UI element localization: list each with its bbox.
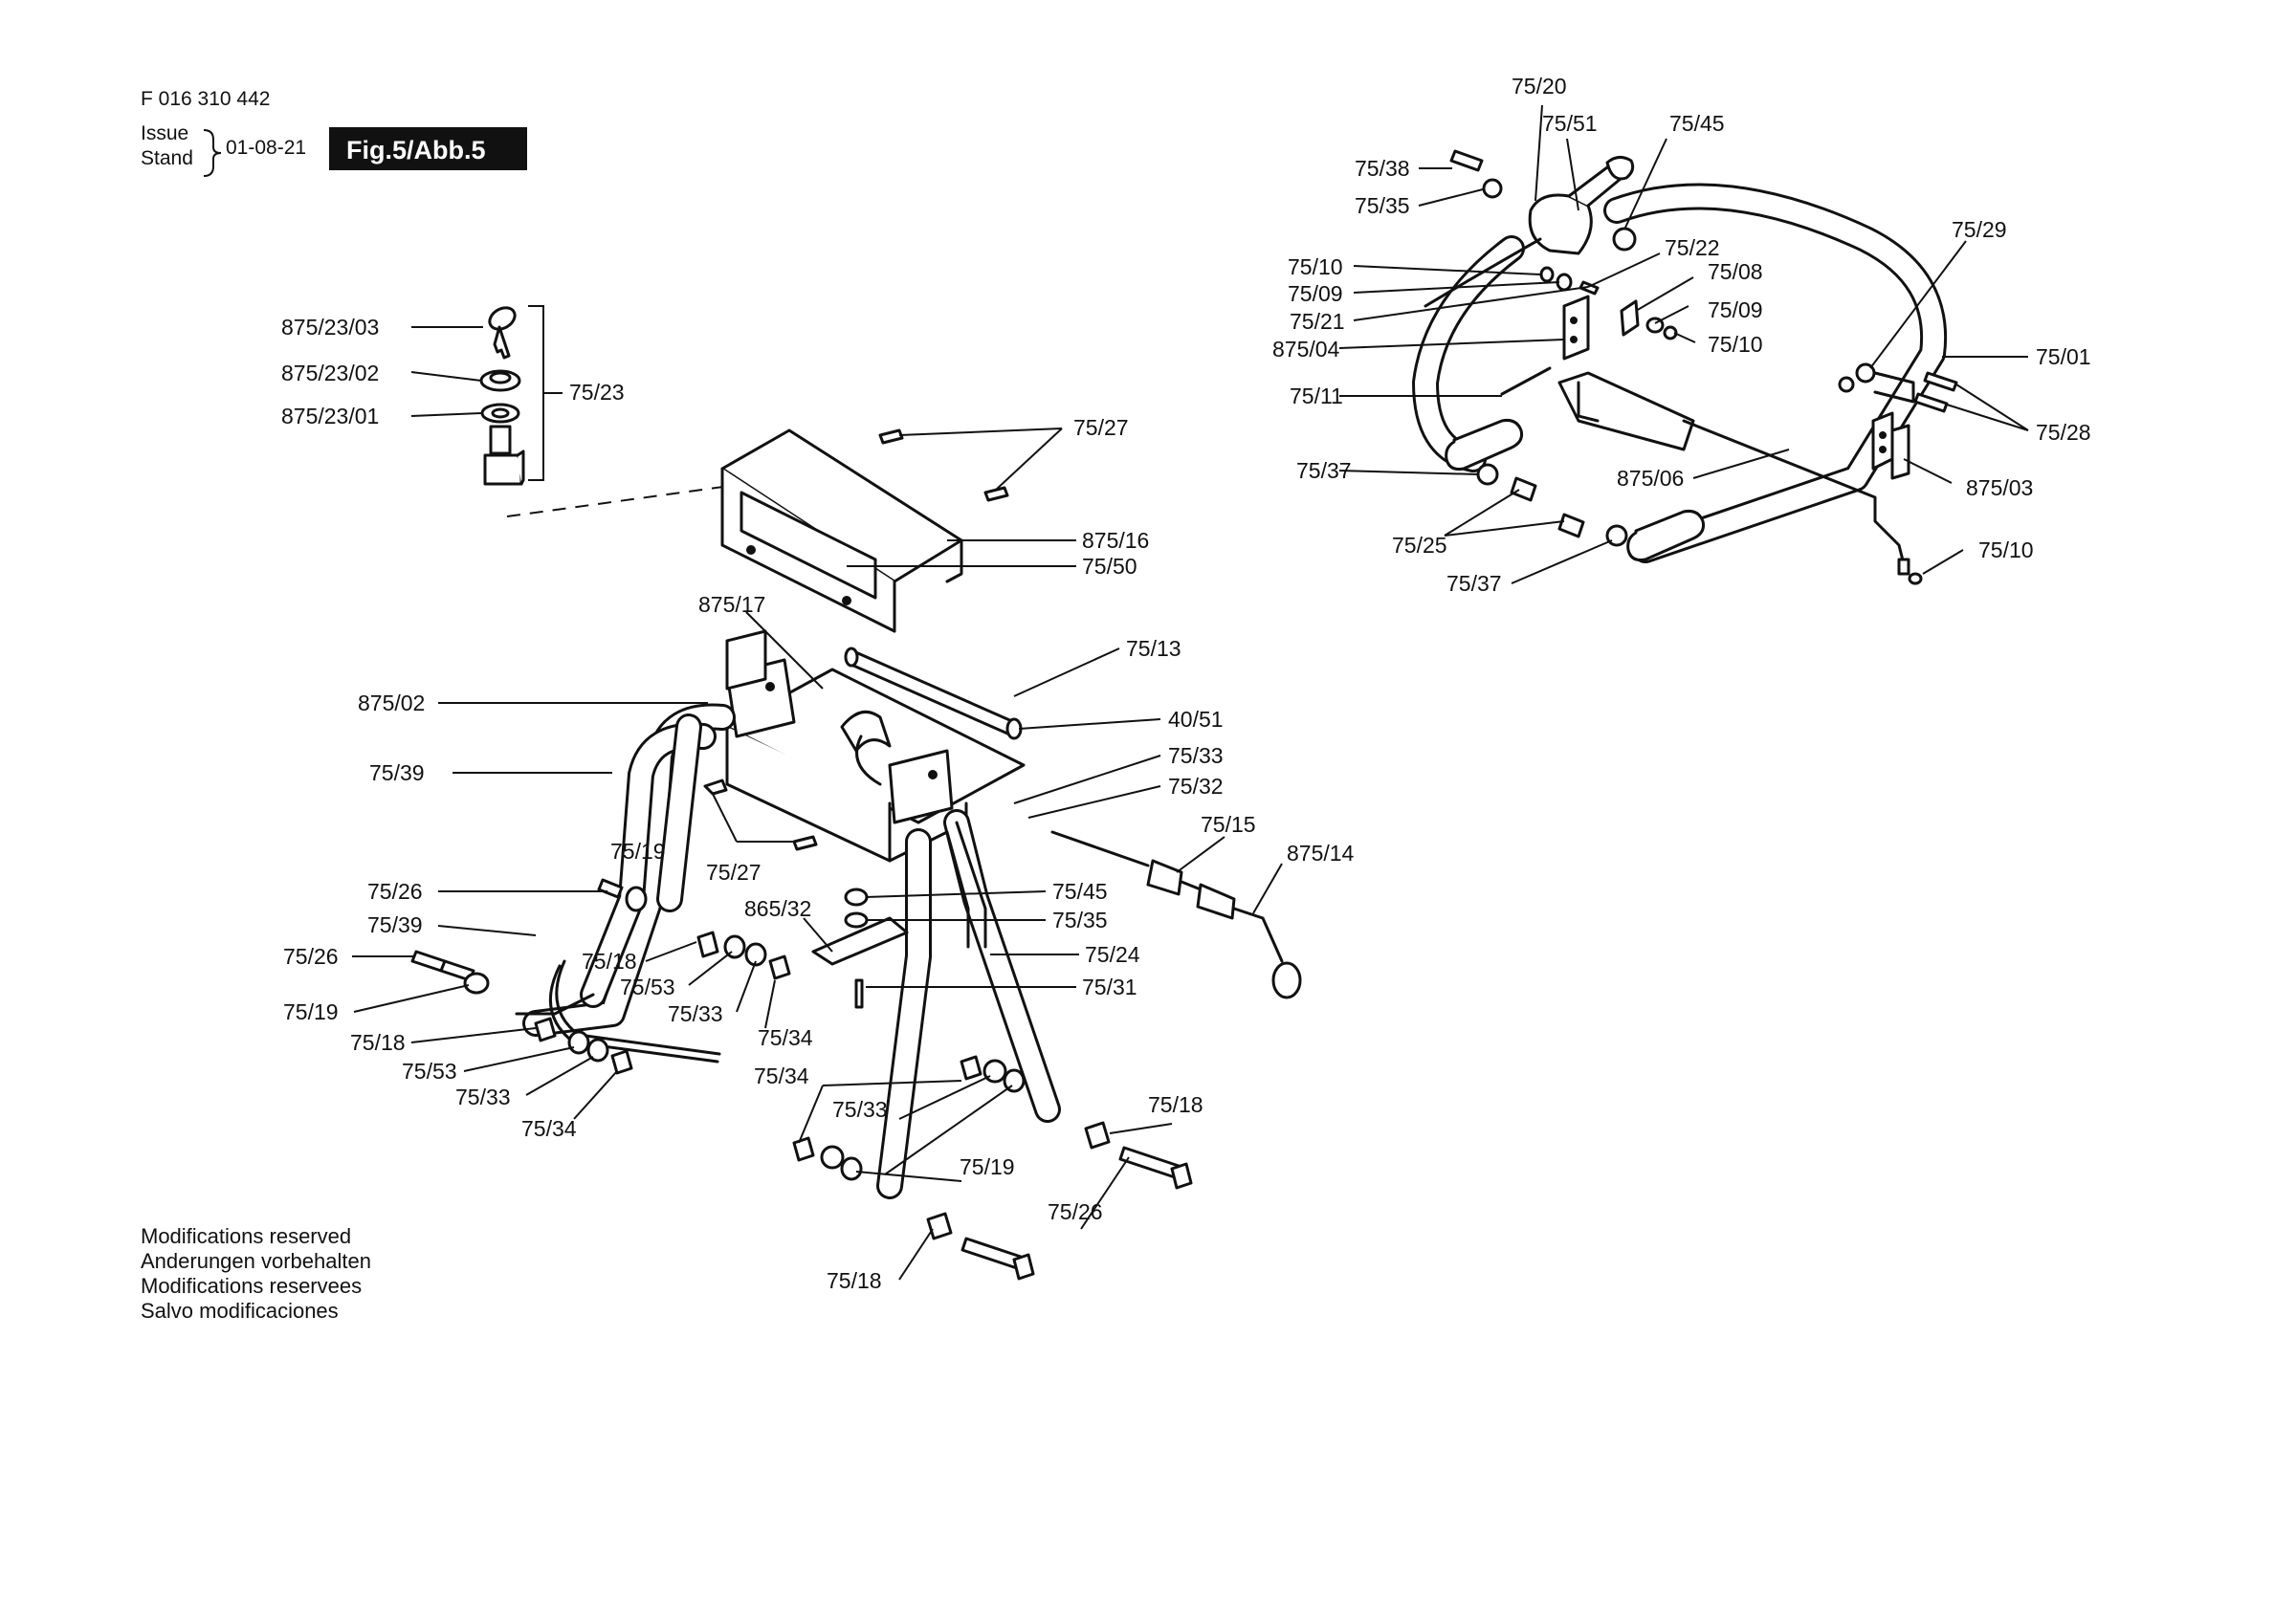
label-75-38: 75/38	[1355, 156, 1410, 181]
label-875-23-01: 875/23/01	[281, 404, 379, 428]
label-75-08: 75/08	[1708, 259, 1763, 284]
label-875-16: 875/16	[1082, 528, 1149, 553]
figure-badge-label: Fig.5/Abb.5	[346, 136, 486, 164]
lock-nut-icon	[479, 369, 521, 392]
label-75-35a: 75/35	[1052, 908, 1108, 932]
label-75-51: 75/51	[1542, 111, 1598, 136]
control-box-cover	[720, 428, 963, 633]
label-75-33a: 75/33	[1168, 743, 1224, 768]
label-875-03: 875/03	[1966, 475, 2033, 500]
handle-tubes-left	[515, 703, 1061, 1199]
assembly-bracket	[528, 305, 563, 481]
header: F 016 310 442 Issue Stand 01-08-21 Fig.5…	[141, 88, 527, 177]
label-75-19c: 75/19	[960, 1154, 1015, 1179]
leaders-left	[352, 428, 1283, 1281]
label-75-11: 75/11	[1290, 384, 1343, 408]
cable-clamp-parts	[1476, 266, 1958, 585]
label-75-33d: 75/33	[832, 1097, 888, 1122]
label-875-23-02: 875/23/02	[281, 361, 379, 385]
figure-badge	[329, 127, 527, 170]
label-875-04: 875/04	[1272, 337, 1340, 362]
label-75-21: 75/21	[1290, 309, 1345, 334]
label-75-18c: 75/18	[1148, 1092, 1203, 1117]
label-75-15: 75/15	[1201, 812, 1256, 837]
note-es: Salvo modificaciones	[141, 1299, 339, 1323]
washer-icon	[480, 403, 520, 424]
label-75-50: 75/50	[1082, 554, 1137, 579]
central-bracket	[725, 629, 1026, 863]
label-75-18b: 75/18	[350, 1030, 406, 1055]
shaft-75-13	[844, 647, 1023, 740]
label-75-34a: 75/34	[758, 1025, 813, 1050]
label-75-39b: 75/39	[367, 912, 423, 937]
label-75-23: 75/23	[569, 380, 625, 405]
label-75-18d: 75/18	[827, 1268, 882, 1293]
label-75-10b: 75/10	[1708, 332, 1763, 357]
label-75-26c: 75/26	[1048, 1199, 1103, 1224]
label-75-22: 75/22	[1665, 235, 1720, 260]
label-75-20: 75/20	[1512, 74, 1567, 99]
key-switch-assembly	[410, 305, 850, 517]
key-icon	[488, 306, 517, 360]
throttle-cable	[1050, 830, 1302, 999]
label-75-26b: 75/26	[283, 944, 339, 969]
label-75-45b: 75/45	[1669, 111, 1725, 136]
label-75-09a: 75/09	[1288, 281, 1343, 306]
label-75-34c: 75/34	[754, 1064, 809, 1088]
label-75-32: 75/32	[1168, 774, 1224, 799]
label-75-53a: 75/53	[620, 975, 675, 999]
note-en: Modifications reserved	[141, 1224, 351, 1248]
label-875-17: 875/17	[698, 592, 765, 617]
label-75-10c: 75/10	[1978, 537, 2034, 562]
label-75-09b: 75/09	[1708, 297, 1763, 322]
label-75-24: 75/24	[1085, 942, 1140, 967]
label-40-51: 40/51	[1168, 707, 1224, 732]
label-75-29: 75/29	[1952, 217, 2007, 242]
label-75-28: 75/28	[2036, 420, 2091, 445]
stand-label: Stand	[141, 147, 193, 169]
label-875-14: 875/14	[1287, 841, 1355, 866]
footer-notes: Modifications reserved Anderungen vorbeh…	[141, 1224, 371, 1323]
label-75-33b: 75/33	[668, 1001, 723, 1026]
label-75-35b: 75/35	[1355, 193, 1410, 218]
label-75-39a: 75/39	[369, 760, 425, 785]
label-75-45a: 75/45	[1052, 879, 1108, 904]
label-75-27a: 75/27	[1073, 415, 1129, 440]
leaders-right	[1338, 104, 2029, 584]
label-875-23-03: 875/23/03	[281, 315, 379, 340]
note-fr: Modifications reservees	[141, 1274, 362, 1298]
switch-body-icon	[483, 425, 525, 486]
label-875-02: 875/02	[358, 691, 425, 715]
note-de: Anderungen vorbehalten	[141, 1249, 371, 1273]
label-75-34b: 75/34	[521, 1116, 577, 1141]
label-75-13: 75/13	[1126, 636, 1181, 661]
label-875-06: 875/06	[1617, 466, 1684, 491]
label-75-10a: 75/10	[1288, 254, 1343, 279]
throttle-lever	[1424, 149, 1635, 308]
upper-handlebar	[1412, 183, 1948, 563]
label-75-01: 75/01	[2036, 344, 2091, 369]
callouts-left: 875/23/03 875/23/02 875/23/01 75/23 75/2…	[281, 315, 1355, 1293]
issue-label: Issue	[141, 122, 188, 144]
label-75-53b: 75/53	[402, 1059, 457, 1084]
callouts-right: 75/20 75/51 75/45 75/38 75/35 75/29 75/2…	[1272, 74, 2091, 596]
label-75-18a: 75/18	[582, 949, 637, 974]
label-75-26a: 75/26	[367, 879, 423, 904]
label-75-25: 75/25	[1392, 533, 1447, 558]
label-75-19b: 75/19	[283, 999, 339, 1024]
label-865-32: 865/32	[744, 896, 811, 921]
leader-875-23-02	[410, 371, 482, 382]
issue-date: 01-08-21	[226, 137, 306, 159]
leader-875-23-01	[410, 412, 482, 417]
label-75-37b: 75/37	[1446, 571, 1502, 596]
label-75-37a: 75/37	[1296, 458, 1352, 483]
label-75-19a: 75/19	[610, 839, 666, 864]
label-75-27b: 75/27	[706, 860, 762, 885]
label-75-33c: 75/33	[455, 1085, 511, 1109]
label-75-31: 75/31	[1082, 975, 1137, 999]
part-number: F 016 310 442	[141, 88, 270, 110]
header-brace	[203, 129, 222, 177]
